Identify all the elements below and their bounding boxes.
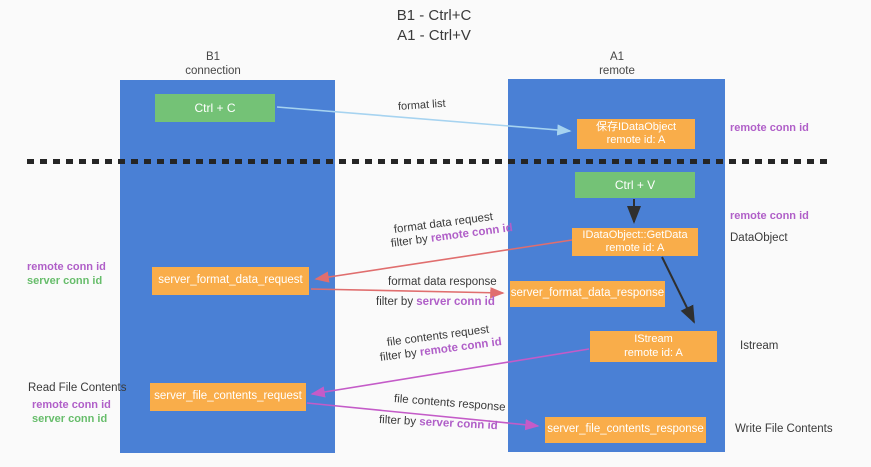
server-format-data-response-box: server_format_data_response: [510, 281, 665, 307]
filter-by-text: filter by: [376, 296, 414, 308]
save-idataobject-line2: remote id: A: [606, 134, 666, 146]
filter-by-text: filter by: [379, 347, 418, 364]
getdata-line2: remote id: A: [605, 242, 665, 254]
istream-line2: remote id: A: [624, 346, 683, 359]
lane-header-a1: A1 remote: [557, 50, 677, 78]
filter-by-text: filter by: [378, 414, 417, 428]
getdata-box: IDataObject::GetData remote id: A: [572, 228, 698, 256]
file-contents-response-label: file contents response: [393, 393, 507, 414]
server-file-contents-response-box: server_file_contents_response: [545, 417, 706, 443]
remote-conn-id-right-top: remote conn id: [730, 122, 809, 134]
title-line-1: B1 - Ctrl+C: [396, 7, 472, 24]
server-conn-id-left-2: server conn id: [32, 413, 108, 425]
arrow-format-data-response: [310, 287, 505, 299]
dashed-separator-line: [27, 159, 830, 164]
istream-side-label: Istream: [740, 340, 779, 352]
write-file-contents-label: Write File Contents: [735, 423, 833, 435]
title-line-2: A1 - Ctrl+V: [397, 27, 471, 44]
lane-header-b1: B1 connection: [153, 50, 273, 78]
format-data-response-label: format data response: [388, 276, 497, 288]
server-conn-id-text: server conn id: [416, 296, 495, 308]
server-format-data-request-label: server_format_data_request: [158, 274, 303, 287]
save-idataobject-line1: 保存IDataObject: [595, 120, 677, 133]
ctrl-c-label: Ctrl + C: [194, 101, 236, 115]
istream-box: IStream remote id: A: [590, 331, 717, 362]
server-conn-id-left-1: server conn id: [27, 275, 103, 287]
remote-conn-id-left-2: remote conn id: [32, 399, 111, 411]
server-conn-id-text: server conn id: [418, 416, 499, 433]
remote-conn-id-right-mid: remote conn id: [730, 210, 809, 222]
filter-by-server-conn-id-label-1: filter by server conn id: [376, 296, 495, 308]
server-file-contents-request-box: server_file_contents_request: [150, 383, 306, 411]
read-file-contents-label: Read File Contents: [28, 382, 127, 394]
lane-b1-title: B1: [205, 51, 221, 63]
server-file-contents-response-label: server_file_contents_response: [547, 423, 704, 436]
format-list-label: format list: [397, 97, 446, 113]
remote-conn-id-left-1: remote conn id: [27, 261, 106, 273]
ctrl-v-label: Ctrl + V: [614, 178, 656, 192]
server-format-data-response-label: server_format_data_response: [510, 287, 665, 300]
ctrl-c-box: Ctrl + C: [155, 94, 275, 122]
diagram-title: B1 - Ctrl+C A1 - Ctrl+V: [284, 6, 584, 46]
lane-a1-subtitle: remote: [599, 65, 635, 77]
save-idataobject-box: 保存IDataObject remote id: A: [577, 119, 695, 149]
getdata-line1: IDataObject::GetData: [582, 228, 688, 241]
filter-by-server-conn-id-label-2: filter by server conn id: [379, 414, 498, 432]
lane-a1-title: A1: [609, 51, 625, 63]
lane-b1-subtitle: connection: [185, 65, 241, 77]
dataobject-label: DataObject: [730, 232, 788, 244]
server-format-data-request-box: server_format_data_request: [152, 267, 309, 295]
istream-line1: IStream: [634, 333, 673, 345]
ctrl-v-box: Ctrl + V: [575, 172, 695, 198]
server-file-contents-request-label: server_file_contents_request: [154, 390, 302, 403]
